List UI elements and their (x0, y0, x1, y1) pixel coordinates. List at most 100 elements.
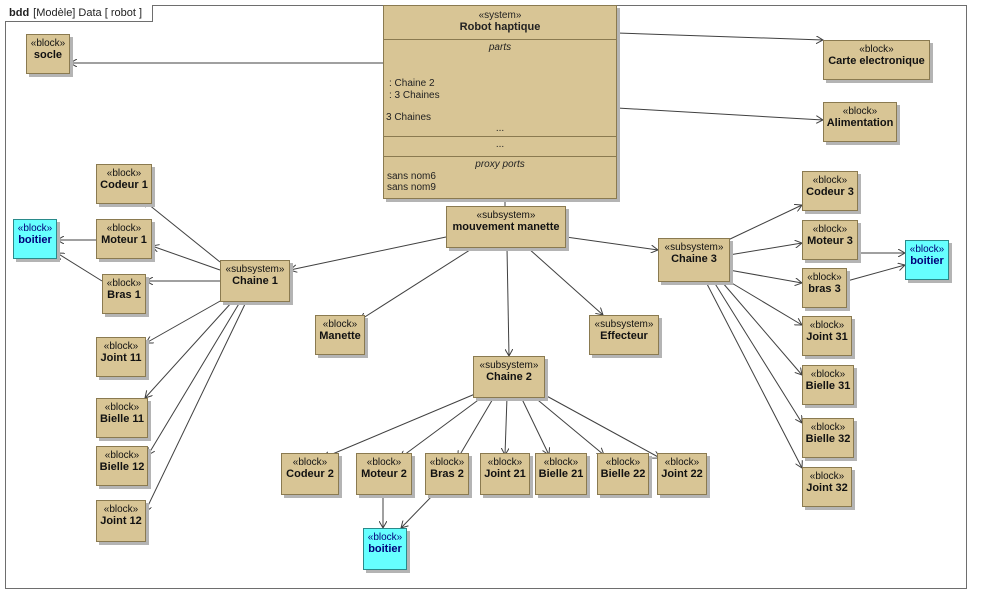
block-boitier-1[interactable]: «block»boitier (13, 219, 57, 259)
link-chaine1-joint12 (145, 302, 246, 512)
block-bielle-31[interactable]: «block»Bielle 31 (802, 365, 854, 405)
block-bielle-12[interactable]: «block»Bielle 12 (96, 446, 148, 486)
link-chaine1-joint11 (146, 300, 222, 343)
block-stereotype: «block» (842, 106, 878, 117)
block-stereotype: «subsystem» (594, 319, 654, 330)
block-name: Chaine 3 (671, 253, 717, 265)
link-chaine3-bielle32 (714, 282, 802, 423)
block-moteur-1[interactable]: «block»Moteur 1 (96, 219, 152, 259)
block-stereotype: «block» (809, 320, 845, 331)
block-stereotype: «block» (909, 244, 945, 255)
ports-heading: proxy ports (475, 159, 525, 170)
link-chaine3-joint32 (706, 282, 802, 468)
block-codeur-2[interactable]: «block»Codeur 2 (281, 453, 339, 495)
system-header: «system» Robot haptique (384, 6, 616, 40)
block-name: Moteur 1 (101, 234, 147, 246)
block-alimentation[interactable]: «block»Alimentation (823, 102, 897, 142)
block-joint-32[interactable]: «block»Joint 32 (802, 467, 852, 507)
link-chaine1-codeur1 (143, 200, 220, 262)
block-codeur-3[interactable]: «block»Codeur 3 (802, 171, 858, 211)
link-chaine2-bielle22 (533, 396, 604, 455)
block-codeur-1[interactable]: «block»Codeur 1 (96, 164, 152, 204)
block-name: Bielle 22 (600, 468, 646, 480)
link-mvt-chaine2 (507, 248, 509, 356)
block-stereotype: «block» (292, 457, 328, 468)
link-chaine2-bras2 (458, 397, 494, 458)
block-name: Chaine 1 (232, 275, 278, 287)
block-stereotype: «block» (664, 457, 700, 468)
block-name: Joint 21 (484, 468, 526, 480)
block-bielle-21[interactable]: «block»Bielle 21 (535, 453, 587, 495)
block-name: socle (33, 49, 63, 61)
block-carte-electronique[interactable]: «block»Carte electronique (823, 40, 930, 80)
block-joint-22[interactable]: «block»Joint 22 (657, 453, 707, 495)
block-joint-12[interactable]: «block»Joint 12 (96, 500, 146, 542)
diagram-frame-label: bdd[Modèle] Data [ robot ] (5, 5, 154, 22)
link-chaine2-joint22 (543, 394, 660, 458)
link-chaine2-codeur2 (323, 394, 475, 458)
block-stereotype: «block» (809, 471, 845, 482)
block-moteur-3[interactable]: «block»Moteur 3 (802, 220, 858, 260)
parts-compartment: parts : Chaine 2 : 3 Chaines 3 Chaines .… (384, 40, 616, 137)
block-bras-1[interactable]: «block»Bras 1 (102, 274, 146, 314)
block-chaine-2[interactable]: «subsystem»Chaine 2 (473, 356, 545, 398)
block-stereotype: «block» (487, 457, 523, 468)
block-stereotype: «block» (322, 319, 358, 330)
link-bras2-boitier (401, 495, 433, 528)
system-stereotype: «system» (478, 10, 522, 21)
link-chaine3-codeur3 (728, 205, 802, 240)
port-sans-nom9: sans nom9 (387, 182, 436, 193)
link-chaine1-bielle12 (148, 302, 240, 455)
block-chaine-3[interactable]: «subsystem»Chaine 3 (658, 238, 730, 282)
operations-ellipsis: ... (495, 139, 505, 150)
link-mvt-effecteur (528, 248, 603, 315)
link-chaine3-moteur3 (729, 243, 802, 255)
block-bras-2[interactable]: «block»Bras 2 (425, 453, 469, 495)
block-name: Moteur 2 (361, 468, 407, 480)
block-moteur-2[interactable]: «block»Moteur 2 (356, 453, 412, 495)
block-bielle-11[interactable]: «block»Bielle 11 (96, 398, 148, 438)
block-stereotype: «subsystem» (664, 242, 724, 253)
diagram-context: [Modèle] Data [ robot ] (33, 7, 143, 19)
block-name: Bras 2 (430, 468, 464, 480)
block-name: boitier (18, 234, 52, 246)
block-robot-haptique[interactable]: «system» Robot haptique parts : Chaine 2… (383, 5, 617, 199)
block-stereotype: «block» (605, 457, 641, 468)
block-mouvement-manette[interactable]: «subsystem»mouvement manette (446, 206, 566, 248)
block-manette[interactable]: «block»Manette (315, 315, 365, 355)
block-name: Bielle 12 (99, 461, 145, 473)
block-stereotype: «block» (103, 504, 139, 515)
block-bielle-32[interactable]: «block»Bielle 32 (802, 418, 854, 458)
ports-compartment: proxy ports sans nom6 sans nom9 (384, 157, 616, 193)
block-name: Joint 31 (806, 331, 848, 343)
block-boitier-3[interactable]: «block»boitier (905, 240, 949, 280)
link-chaine3-bras3 (729, 270, 802, 283)
link-bras3-boitier (847, 265, 905, 281)
block-name: Codeur 2 (286, 468, 334, 480)
block-name: Carte electronique (828, 55, 925, 67)
block-joint-21[interactable]: «block»Joint 21 (480, 453, 530, 495)
block-name: Manette (319, 330, 361, 342)
system-name: Robot haptique (459, 21, 541, 33)
block-stereotype: «block» (810, 369, 846, 380)
block-joint-31[interactable]: «block»Joint 31 (802, 316, 852, 356)
block-bras-3[interactable]: «block»bras 3 (802, 268, 847, 308)
block-boitier-2[interactable]: «block»boitier (363, 528, 407, 570)
block-socle[interactable]: «block»socle (26, 34, 70, 74)
block-name: Codeur 1 (100, 179, 148, 191)
block-name: Joint 12 (100, 515, 142, 527)
block-joint-11[interactable]: «block»Joint 11 (96, 337, 146, 377)
block-bielle-22[interactable]: «block»Bielle 22 (597, 453, 649, 495)
link-system-carte (617, 33, 823, 40)
link-mvt-chaine1 (290, 237, 446, 270)
block-chaine-1[interactable]: «subsystem»Chaine 1 (220, 260, 290, 302)
block-stereotype: «block» (104, 402, 140, 413)
block-name: Bielle 21 (538, 468, 584, 480)
part-3-chaines: : 3 Chaines (389, 90, 440, 101)
block-name: Bielle 31 (805, 380, 851, 392)
part-extra: 3 Chaines (386, 112, 432, 123)
link-chaine3-bielle31 (722, 282, 802, 375)
block-stereotype: «block» (807, 272, 842, 283)
block-effecteur[interactable]: «subsystem»Effecteur (589, 315, 659, 355)
diagram-kind: bdd (9, 7, 30, 19)
